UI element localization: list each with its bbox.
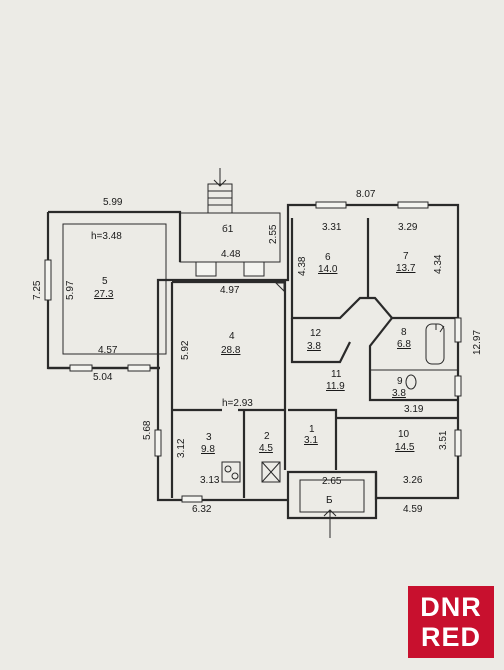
stove-burner-icon [231, 472, 239, 480]
window-room5-bottom-a [69, 364, 93, 372]
room-number-2: 2 [264, 431, 270, 442]
dim-top-left: 5.99 [103, 197, 123, 208]
room-area-1: 3.1 [304, 435, 318, 446]
chimney-icon [274, 282, 285, 293]
window-room8 [454, 317, 462, 343]
room-number-10: 10 [398, 429, 410, 440]
dim-room4-width: 4.97 [220, 285, 240, 296]
room-number-4: 4 [229, 331, 235, 342]
dim-room6-width: 3.31 [322, 222, 342, 233]
dim-top-right: 8.07 [356, 189, 376, 200]
window-room3-bottom [181, 495, 203, 503]
ceiling-height-room5: h=3.48 [91, 231, 122, 242]
window-room7 [397, 201, 429, 209]
room-number-8: 8 [401, 327, 407, 338]
dim-right-outer: 12.97 [472, 330, 483, 355]
wall-room4-top-right [172, 280, 287, 410]
boiler-icon [261, 461, 281, 483]
dim-room3-width: 3.13 [200, 475, 220, 486]
window-room10 [454, 429, 462, 457]
room-area-10: 14.5 [395, 442, 415, 453]
window-room9 [454, 375, 462, 397]
wall-main-right [170, 203, 460, 500]
window-porch-left [195, 261, 217, 277]
dim-room7-height: 4.34 [433, 254, 444, 274]
room-area-5: 27.3 [94, 289, 114, 300]
watermark-logo: DNR RED [408, 586, 494, 658]
dim-room5-outer-width: 5.04 [93, 372, 113, 383]
ceiling-height-main: h=2.93 [222, 398, 253, 409]
room-number-9: 9 [397, 376, 403, 387]
room-number-3: 3 [206, 432, 212, 443]
watermark-line1: DNR [420, 592, 482, 622]
stove-burner-icon [224, 465, 232, 473]
dim-room7-width: 3.29 [398, 222, 418, 233]
dim-entry-width: 2.65 [322, 476, 342, 487]
entry-b-outline [286, 470, 378, 520]
room-area-12: 3.8 [307, 341, 321, 352]
dim-room10-width-bottom: 3.26 [403, 475, 423, 486]
entry-b-inner [299, 479, 365, 513]
window-room5-bottom-b [127, 364, 151, 372]
porch-steps-top [207, 183, 233, 214]
room-area-8: 6.8 [397, 339, 411, 350]
porch-b1-outline [179, 212, 281, 263]
dim-porch-width: 4.48 [221, 249, 241, 260]
room-area-7: 13.7 [396, 263, 416, 274]
dim-bottom-right: 4.59 [403, 504, 423, 515]
bathtub-icon [425, 323, 445, 365]
room-number-7: 7 [403, 251, 409, 262]
stove-icon [221, 461, 241, 483]
room-number-6: 6 [325, 252, 331, 263]
window-room5-left [44, 259, 52, 301]
room-area-11: 11.9 [326, 381, 345, 392]
toilet-icon [405, 374, 417, 390]
room5-inner-outline [62, 223, 167, 355]
dim-room10-width-top: 3.19 [404, 404, 424, 415]
room-number-5: 5 [102, 276, 108, 287]
room-area-9: 3.8 [392, 388, 406, 399]
dim-room5-inner-height: 5.97 [65, 280, 76, 300]
wall-room8-9 [368, 317, 458, 402]
entry-arrow-bottom [323, 509, 337, 538]
dim-left-outer: 7.25 [32, 280, 43, 300]
dim-room5-inner-width: 4.57 [98, 345, 118, 356]
entry-label-b: Б [326, 495, 333, 506]
shower-icon [435, 324, 445, 333]
room-area-6: 14.0 [318, 264, 338, 275]
dim-left-lower: 5.68 [142, 420, 153, 440]
room-number-11: 11 [331, 369, 342, 380]
dim-porch-depth: 2.55 [268, 224, 279, 244]
dim-room3-height: 3.12 [176, 438, 187, 458]
wall-room12 [290, 318, 351, 364]
window-room3 [154, 429, 162, 457]
window-room6 [315, 201, 347, 209]
wall-room1 [288, 408, 338, 470]
room-number-1: 1 [309, 424, 315, 435]
entry-arrow-top [213, 168, 227, 187]
dim-bottom-left: 6.32 [192, 504, 212, 515]
porch-label-b1: б1 [222, 223, 234, 235]
room-area-2: 4.5 [259, 443, 273, 454]
room-area-4: 28.8 [221, 345, 241, 356]
room-area-3: 9.8 [201, 444, 215, 455]
dim-room6-height: 4.38 [297, 256, 308, 276]
window-porch-right [243, 261, 265, 277]
room-number-12: 12 [310, 328, 322, 339]
dim-room4-height: 5.92 [180, 340, 191, 360]
watermark-line2: RED [420, 622, 481, 652]
dim-room10-height: 3.51 [438, 430, 449, 450]
boiler-cross-icon [261, 461, 281, 483]
wall-main-left [156, 278, 288, 502]
